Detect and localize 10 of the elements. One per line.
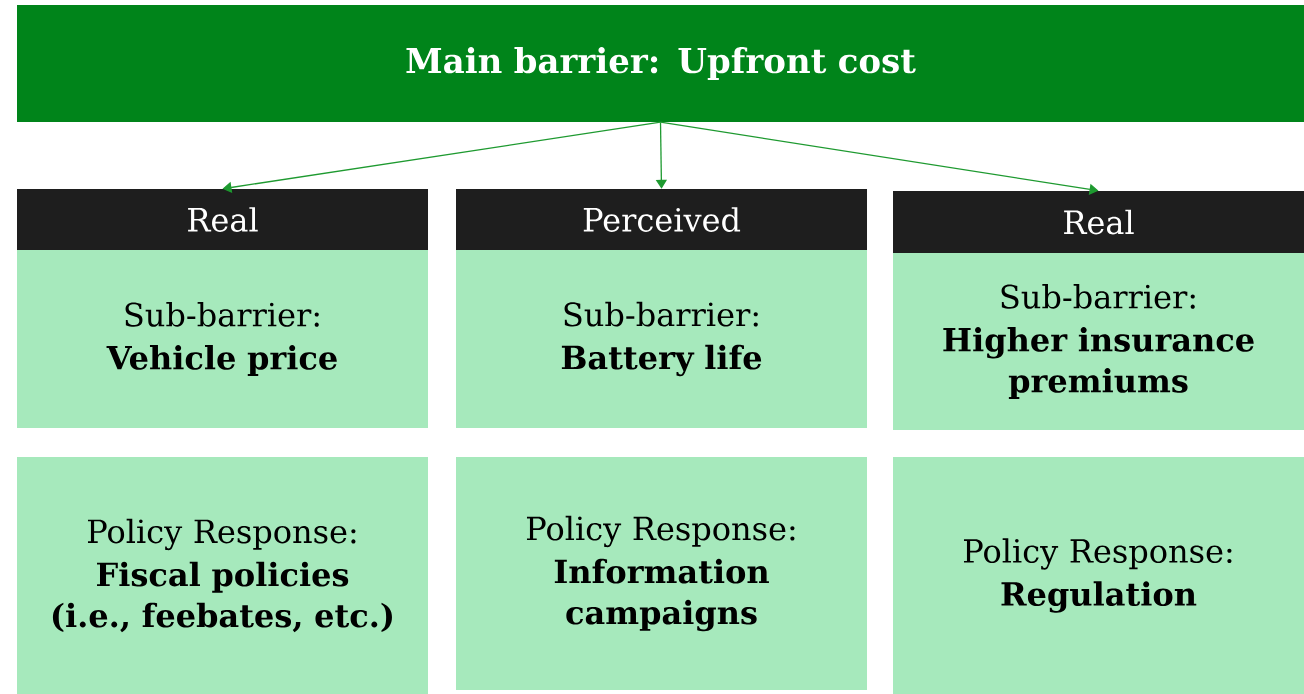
policy-box: Policy Response: Fiscal policies (i.e., feebates, etc.) [17,457,428,694]
sub-barrier-box: Sub-barrier: Vehicle price [17,250,428,428]
sub-barrier-box: Sub-barrier: Battery life [456,250,867,428]
category-header: Perceived [456,189,867,250]
category-header: Real [893,191,1304,253]
title-banner: Main barrier: Upfront cost [17,5,1304,122]
policy-box: Policy Response: Regulation [893,457,1304,694]
sub-barrier-box: Sub-barrier: Higher insurance premiums [893,253,1304,430]
policy-box: Policy Response: Information campaigns [456,457,867,690]
category-header: Real [17,189,428,250]
